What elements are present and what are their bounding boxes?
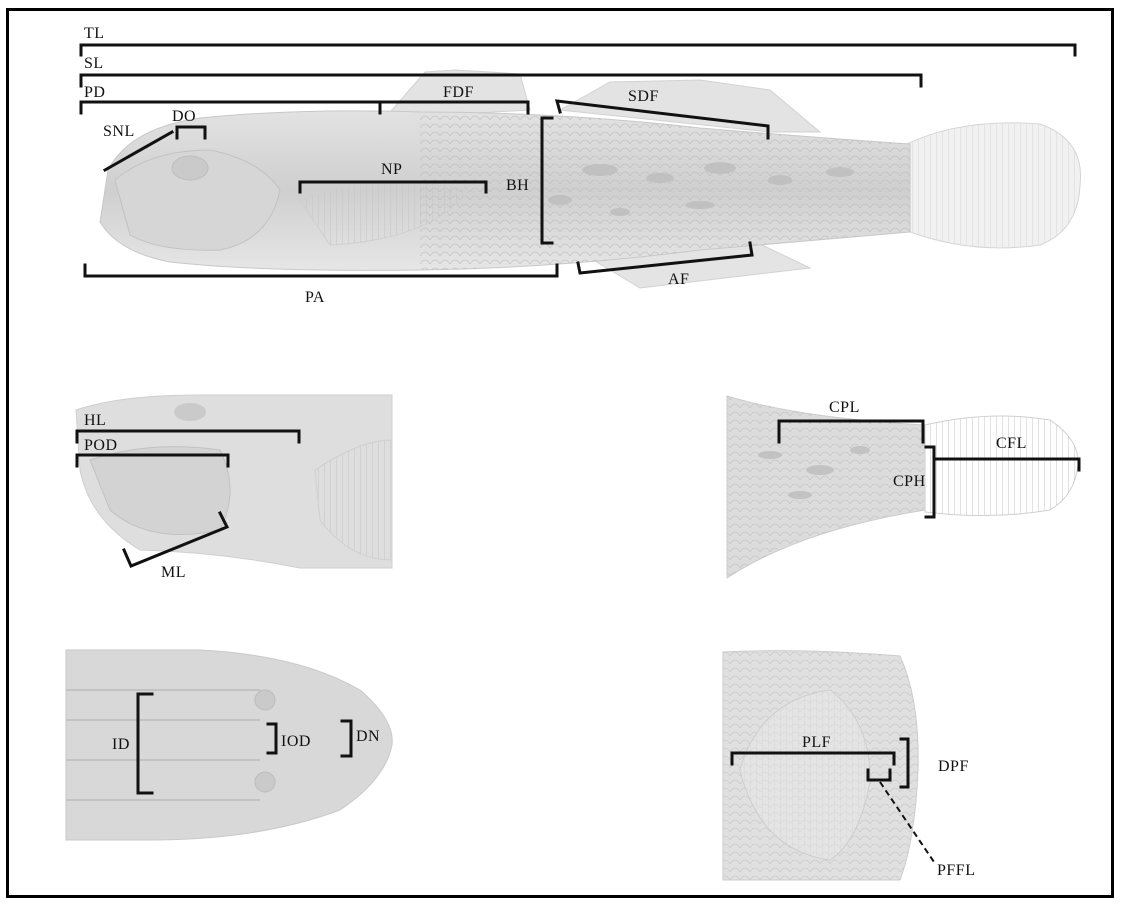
label-fdf: FDF	[443, 84, 474, 101]
label-tl: TL	[84, 25, 105, 42]
label-pd: PD	[84, 84, 105, 101]
label-pffl: PFFL	[937, 862, 975, 879]
label-dpf: DPF	[938, 758, 969, 775]
label-ml: ML	[161, 564, 186, 581]
label-dn: DN	[356, 728, 380, 745]
label-hl: HL	[84, 412, 106, 429]
label-sdf: SDF	[628, 88, 659, 105]
label-do: DO	[172, 108, 196, 125]
label-cph: CPH	[893, 473, 926, 490]
label-pa: PA	[305, 289, 325, 306]
label-bh: BH	[506, 177, 529, 194]
tl-bracket	[81, 45, 1075, 55]
label-snl: SNL	[103, 123, 135, 140]
label-id: ID	[112, 736, 130, 753]
label-sl: SL	[84, 55, 104, 72]
pectoral-pelvic-illustration	[723, 651, 918, 880]
label-plf: PLF	[802, 734, 831, 751]
label-pod: POD	[84, 437, 118, 454]
label-cpl: CPL	[829, 399, 860, 416]
head-lateral-illustration	[76, 395, 392, 568]
label-af: AF	[668, 271, 689, 288]
label-cfl: CFL	[996, 435, 1027, 452]
label-np: NP	[381, 161, 402, 178]
label-iod: IOD	[281, 733, 311, 750]
